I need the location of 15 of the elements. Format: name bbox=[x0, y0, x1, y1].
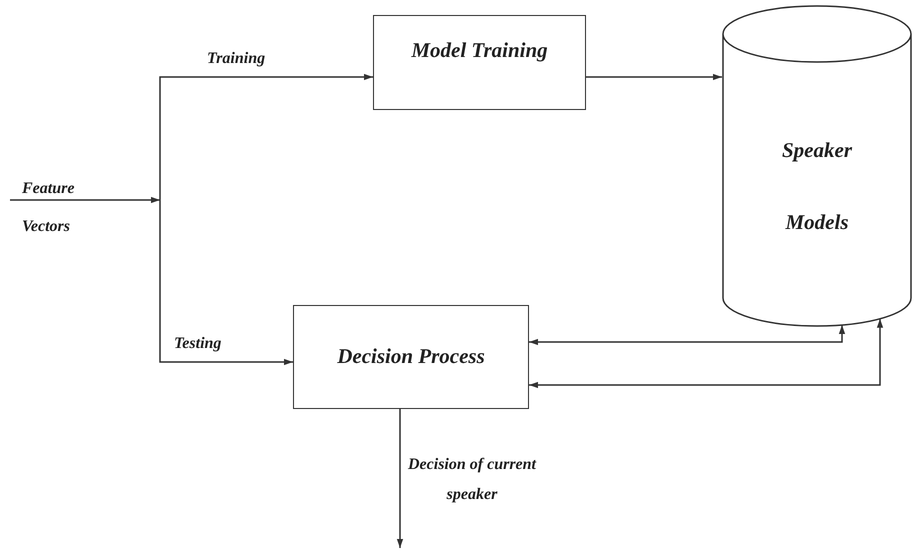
arrow bbox=[529, 318, 884, 388]
arrow bbox=[159, 74, 373, 200]
node-label: Speaker Models bbox=[781, 137, 854, 236]
arrow bbox=[586, 74, 722, 80]
edge-label: Training bbox=[205, 50, 268, 68]
process-box bbox=[293, 305, 529, 409]
node-label: Decision Process bbox=[337, 344, 485, 369]
edge-label: Testing bbox=[172, 335, 224, 353]
node-label: Model Training bbox=[411, 38, 548, 63]
arrow bbox=[10, 196, 160, 204]
process-box bbox=[373, 15, 586, 110]
input-label: Feature Vectors bbox=[21, 179, 76, 237]
arrow bbox=[159, 200, 293, 366]
arrow bbox=[529, 325, 846, 346]
arrow bbox=[396, 409, 404, 548]
